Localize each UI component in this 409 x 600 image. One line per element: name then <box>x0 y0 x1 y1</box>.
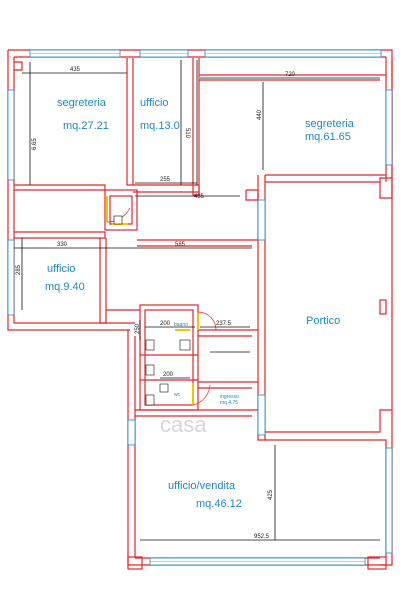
room-area-ufficio-1: mq.13.0 <box>140 120 180 132</box>
room-area-ufficio-2: mq.9.40 <box>45 281 85 293</box>
dim-435b: 435 <box>194 194 205 200</box>
dim-200b: 200 <box>163 372 174 378</box>
window-portico-1 <box>257 199 266 241</box>
room-name-ufficio-1: ufficio <box>140 97 169 109</box>
window-right-2 <box>385 447 393 554</box>
windows <box>7 49 393 566</box>
dim-720: 720 <box>285 72 296 78</box>
dim-435: 435 <box>70 67 81 73</box>
sink-icon <box>159 383 169 393</box>
dim-665: 6.65 <box>32 138 38 150</box>
window-left-2 <box>7 239 15 316</box>
sink-icon <box>113 215 123 225</box>
room-name-ingresso: ingresso <box>220 394 239 400</box>
window-left-3 <box>127 419 136 446</box>
toilet-icon <box>145 394 155 406</box>
dim-200a: 200 <box>160 321 171 327</box>
dimension-lines <box>14 60 380 541</box>
dim-425: 425 <box>268 489 274 500</box>
room-area-segreteria-2: mq.61.65 <box>305 131 351 143</box>
room-name-segreteria-1: segreteria <box>57 97 107 109</box>
dim-440: 440 <box>257 109 263 120</box>
room-name-ufficio-2: ufficio <box>47 263 76 275</box>
dim-585: 585 <box>175 242 186 248</box>
window-left-1 <box>7 89 15 181</box>
room-name-segreteria-2: segreteria <box>305 118 355 130</box>
room-area-segreteria-1: mq.27.21 <box>63 120 109 132</box>
interior-walls <box>14 58 386 417</box>
room-area-ufficio-vendita: mq.46.12 <box>196 498 242 510</box>
label-wc: wc <box>174 392 181 398</box>
dimension-labels: 435 720 510 440 6.65 255 435 330 585 285… <box>16 67 296 540</box>
window-portico-2 <box>257 394 266 436</box>
watermark: casa <box>160 412 207 437</box>
room-name-ufficio-vendita: ufficio/vendita <box>168 480 236 492</box>
toilet-icon <box>179 339 191 351</box>
label-bagno: bagno <box>174 322 188 328</box>
dim-510: 510 <box>184 128 190 139</box>
dim-285: 285 <box>16 264 22 275</box>
dim-255: 255 <box>160 177 171 183</box>
room-area-ingresso: mq.4.75 <box>220 400 238 406</box>
doors <box>106 196 217 406</box>
toilet-icon <box>145 364 155 376</box>
dim-9525: 952.5 <box>254 534 270 540</box>
room-labels: segreteria mq.27.21 ufficio mq.13.0 segr… <box>45 97 355 510</box>
window-right-1 <box>385 89 393 166</box>
dim-330: 330 <box>57 242 68 248</box>
toilet-icon <box>145 339 155 351</box>
dim-2375: 237.5 <box>216 321 232 327</box>
dim-250: 250 <box>135 323 141 334</box>
room-name-portico: Portico <box>306 315 340 327</box>
